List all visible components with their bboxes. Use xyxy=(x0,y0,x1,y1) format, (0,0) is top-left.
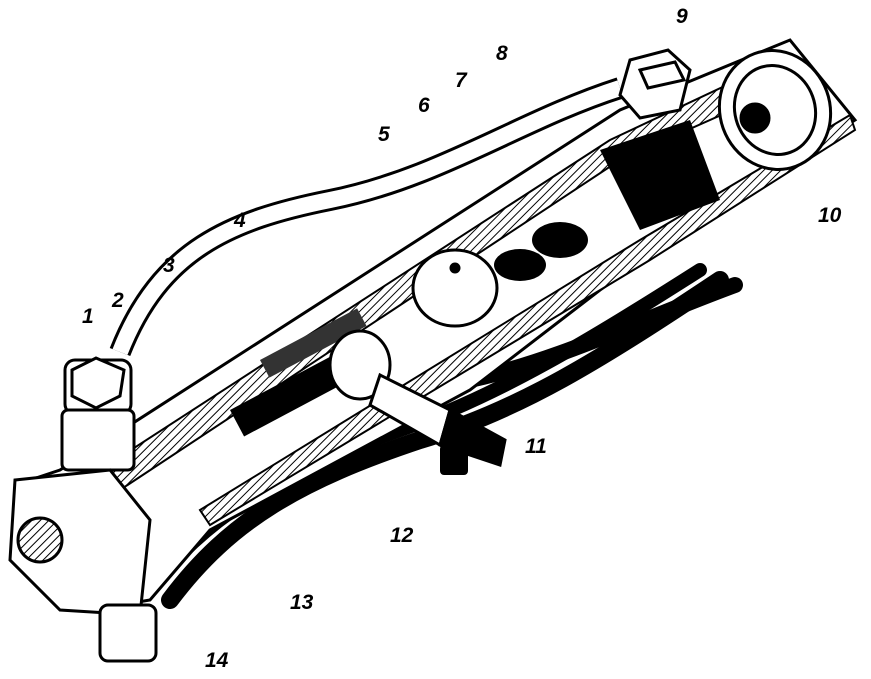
callout-3: 3 xyxy=(163,254,175,277)
front-nut xyxy=(60,356,136,472)
callout-10: 10 xyxy=(818,204,842,227)
callout-9: 9 xyxy=(676,5,688,28)
callout-1: 1 xyxy=(82,305,94,328)
rear-nut xyxy=(618,48,692,120)
dome-valve xyxy=(411,248,499,328)
callout-13: 13 xyxy=(290,591,314,614)
callout-2: 2 xyxy=(112,289,124,312)
callout-7: 7 xyxy=(455,69,467,92)
callout-6: 6 xyxy=(418,94,430,117)
callout-14: 14 xyxy=(205,649,229,672)
internal-mechanism xyxy=(230,120,720,437)
rear-cap xyxy=(717,49,833,171)
callout-4: 4 xyxy=(234,209,246,232)
upper-hose xyxy=(109,77,624,357)
callout-11: 11 xyxy=(525,435,547,458)
callout-5: 5 xyxy=(378,123,390,146)
front-block xyxy=(8,468,158,663)
bottom-stud xyxy=(440,445,468,475)
cross-fitting xyxy=(328,329,507,467)
callout-8: 8 xyxy=(496,42,508,65)
callout-12: 12 xyxy=(390,524,414,547)
